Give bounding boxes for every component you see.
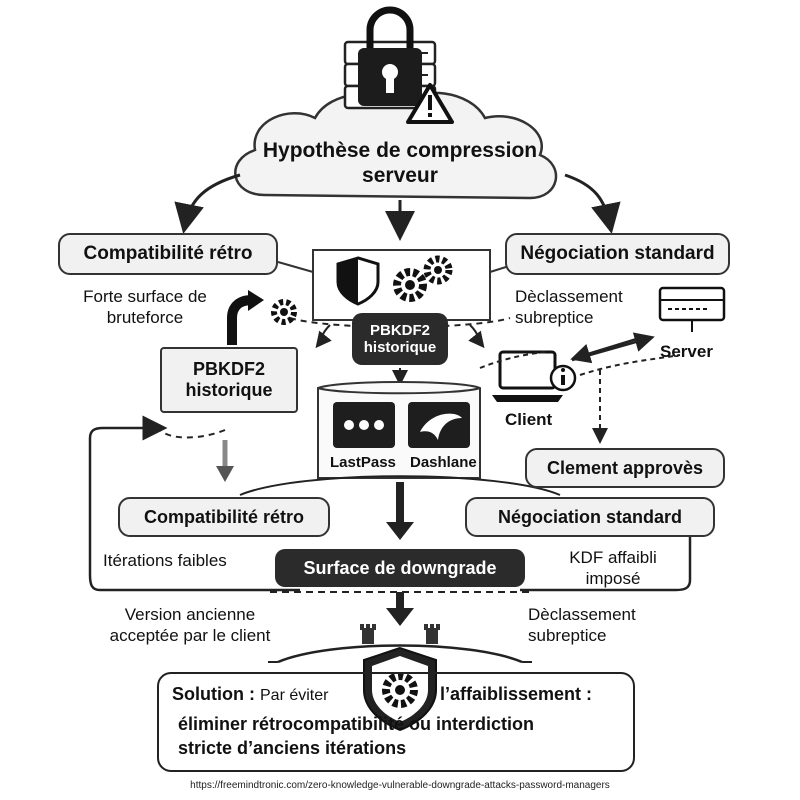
solution-line-3: stricte d’anciens itérations — [178, 738, 407, 758]
server-icon — [658, 286, 726, 332]
solution-box — [157, 672, 635, 772]
compat-retro-box-lower: Compatibilité rétro — [118, 497, 330, 537]
lastpass-icon — [333, 402, 395, 448]
clement-approves-box: Clement approvès — [525, 448, 725, 488]
solution-lead: Solution : — [172, 684, 255, 704]
solution-part2: l’affaiblissement : — [440, 684, 593, 704]
solution-line-2: éliminer rétrocompatibilité ou interdict… — [178, 714, 535, 734]
shield-icon — [336, 256, 380, 306]
warning-icon — [406, 83, 454, 124]
kdf-weakened-note: KDF affaibli imposé — [569, 548, 657, 589]
server-label: Server — [660, 342, 713, 361]
client-label: Client — [505, 410, 553, 429]
solution-line-1: Solution : Par éviter — [172, 684, 328, 705]
old-version-note: Version ancienne acceptée par le client — [109, 605, 271, 646]
nego-standard-box-lower: Négociation standard — [465, 497, 715, 537]
silent-downgrade-note-top: Dèclassement subreptice — [515, 287, 623, 328]
compat-retro-box-top: Compatibilité rétro — [58, 233, 278, 275]
cloud-title: Hypothèse de compression serveur — [262, 139, 538, 188]
downgrade-surface-badge: Surface de downgrade — [275, 549, 525, 587]
gear-icon — [393, 255, 453, 302]
lastpass-label: LastPass — [330, 454, 396, 471]
laptop-icon — [492, 350, 563, 402]
server-lock-icon — [343, 6, 437, 110]
castle-icon — [360, 624, 440, 644]
source-url: https://freemindtronic.com/zero-knowledg… — [190, 780, 610, 791]
gear-icon — [271, 299, 297, 325]
pbkdf2-badge: PBKDF2 historique — [352, 313, 448, 365]
solution-part1: Par éviter — [260, 687, 329, 704]
silent-downgrade-note-lower: Dèclassement subreptice — [528, 605, 636, 646]
brute-force-note: Forte surface de bruteforce — [83, 287, 207, 328]
arrow-icon — [227, 290, 264, 345]
pbkdf2-historique-box: PBKDF2 historique — [160, 347, 298, 413]
info-icon — [549, 364, 577, 392]
weak-iterations-note: Itérations faibles — [103, 551, 227, 570]
dashlane-icon — [408, 402, 470, 448]
nego-standard-box-top: Négociation standard — [505, 233, 730, 275]
dashlane-label: Dashlane — [410, 454, 477, 471]
